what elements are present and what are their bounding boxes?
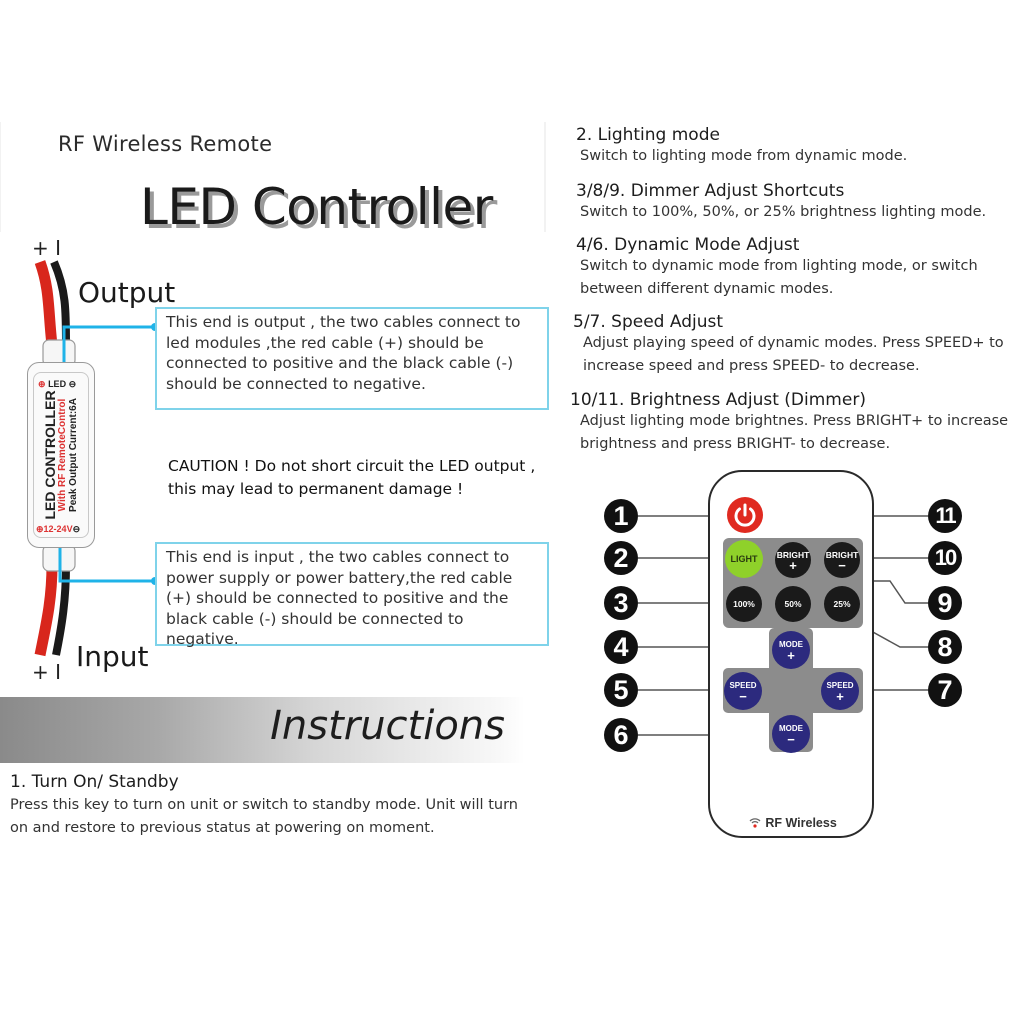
instructions-title: Instructions xyxy=(270,703,505,749)
output-black-cable xyxy=(50,260,70,346)
callout-number-6: 6 xyxy=(604,718,638,752)
section-heading: 10/11. Brightness Adjust (Dimmer) xyxy=(570,390,866,410)
button-label: BRIGHT xyxy=(776,549,810,560)
device-subtitle: With RF RemoteControl xyxy=(57,398,68,512)
section-body: Switch to lighting mode from dynamic mod… xyxy=(580,148,908,164)
button-label: SPEED xyxy=(826,680,854,690)
callout-number-10: 10 xyxy=(928,541,962,575)
remote-brand: RF Wireless xyxy=(748,815,837,830)
section-body: Press this key to turn on unit or switch… xyxy=(10,797,518,836)
speed-minus-button[interactable]: SPEED − xyxy=(724,672,762,710)
page-title: LED Controller xyxy=(140,178,493,236)
brightness-50-button[interactable]: 50% xyxy=(775,586,811,622)
speed-plus-button[interactable]: SPEED + xyxy=(821,672,859,710)
button-label: MODE xyxy=(779,723,803,733)
device-rating: Peak Output Current:6A xyxy=(68,398,79,512)
brightness-25-button[interactable]: 25% xyxy=(824,586,860,622)
section-speed-adjust: 5/7. Speed Adjust Adjust playing speed o… xyxy=(573,312,1018,377)
section-body: Switch to 100%, 50%, or 25% brightness l… xyxy=(580,204,987,220)
minus-icon: − xyxy=(787,731,795,747)
caution-line-1: CAUTION ! Do not short circuit the LED o… xyxy=(168,457,536,475)
port-output-text: LED xyxy=(48,379,67,389)
section-dynamic-mode: 4/6. Dynamic Mode Adjust Switch to dynam… xyxy=(576,235,1006,300)
device-title: LED CONTROLLER xyxy=(42,390,58,520)
section-dimmer-shortcuts: 3/8/9. Dimmer Adjust Shortcuts Switch to… xyxy=(576,181,1016,224)
input-polarity-label: + I xyxy=(32,660,62,684)
section-heading: 3/8/9. Dimmer Adjust Shortcuts xyxy=(576,181,845,201)
plus-icon: ⊕ xyxy=(38,379,46,389)
button-label: BRIGHT xyxy=(825,549,859,560)
input-black-cable xyxy=(52,564,70,656)
section-body: Adjust lighting mode brightnes. Press BR… xyxy=(580,413,1009,452)
callout-number-1: 1 xyxy=(604,499,638,533)
section-heading: 5/7. Speed Adjust xyxy=(573,312,724,332)
input-label: Input xyxy=(76,640,149,673)
power-button[interactable] xyxy=(727,497,763,533)
callout-number-11: 11 xyxy=(928,499,962,533)
input-callout: This end is input , the two cables conne… xyxy=(155,542,549,648)
plus-icon: ⊕ xyxy=(36,524,44,534)
input-port-label: ⊕12-24V⊖ xyxy=(36,524,80,535)
callout-number-5: 5 xyxy=(604,673,638,707)
button-label: MODE xyxy=(779,639,803,649)
section-heading: 2. Lighting mode xyxy=(576,125,720,145)
minus-icon: ⊖ xyxy=(68,379,77,389)
caution-note: CAUTION ! Do not short circuit the LED o… xyxy=(168,455,535,501)
bright-plus-button[interactable]: BRIGHT + xyxy=(775,542,811,578)
controller-device-text: LED CONTROLLER With RF RemoteControl Pea… xyxy=(42,390,79,520)
mode-plus-button[interactable]: MODE + xyxy=(772,631,810,669)
light-button[interactable]: LIGHT xyxy=(725,540,763,578)
plus-icon: + xyxy=(787,647,795,663)
callout-number-9: 9 xyxy=(928,586,962,620)
callout-number-2: 2 xyxy=(604,541,638,575)
bright-minus-button[interactable]: BRIGHT − xyxy=(824,542,860,578)
power-icon xyxy=(734,503,756,527)
remote-brand-text: RF Wireless xyxy=(765,816,837,830)
caution-line-2: this may lead to permanent damage ! xyxy=(168,480,464,498)
section-body: Adjust playing speed of dynamic modes. P… xyxy=(583,335,1004,374)
minus-icon: − xyxy=(739,688,747,704)
output-label: Output xyxy=(78,276,176,309)
controller-label-panel xyxy=(33,372,89,538)
plus-icon: + xyxy=(789,557,797,573)
output-port-label: ⊕ LED ⊖ xyxy=(38,379,76,390)
input-red-cable xyxy=(34,564,58,657)
section-body: Switch to dynamic mode from lighting mod… xyxy=(580,258,978,297)
section-brightness-adjust: 10/11. Brightness Adjust (Dimmer) Adjust… xyxy=(570,390,1024,455)
port-input-text: 12-24V xyxy=(43,524,73,534)
output-polarity-label: + I xyxy=(32,236,62,260)
section-lighting-mode: 2. Lighting mode Switch to lighting mode… xyxy=(576,125,1016,168)
wireless-signal-icon xyxy=(748,816,765,830)
output-red-cable xyxy=(34,260,58,346)
section-heading: 4/6. Dynamic Mode Adjust xyxy=(576,235,800,255)
output-callout: This end is output , the two cables conn… xyxy=(155,307,549,410)
section-heading: 1. Turn On/ Standby xyxy=(10,772,179,792)
controller-device xyxy=(27,362,95,548)
callout-number-7: 7 xyxy=(928,673,962,707)
button-label: SPEED xyxy=(729,680,757,690)
header-subtitle: RF Wireless Remote xyxy=(58,132,273,156)
section-turn-on-standby: 1. Turn On/ Standby Press this key to tu… xyxy=(10,772,530,839)
callout-number-3: 3 xyxy=(604,586,638,620)
instructions-banner: Instructions xyxy=(0,697,525,763)
mode-minus-button[interactable]: MODE − xyxy=(772,715,810,753)
minus-icon: − xyxy=(838,557,846,573)
brightness-100-button[interactable]: 100% xyxy=(726,586,762,622)
callout-number-8: 8 xyxy=(928,630,962,664)
plus-icon: + xyxy=(836,688,844,704)
minus-icon: ⊖ xyxy=(72,524,81,534)
callout-number-4: 4 xyxy=(604,630,638,664)
